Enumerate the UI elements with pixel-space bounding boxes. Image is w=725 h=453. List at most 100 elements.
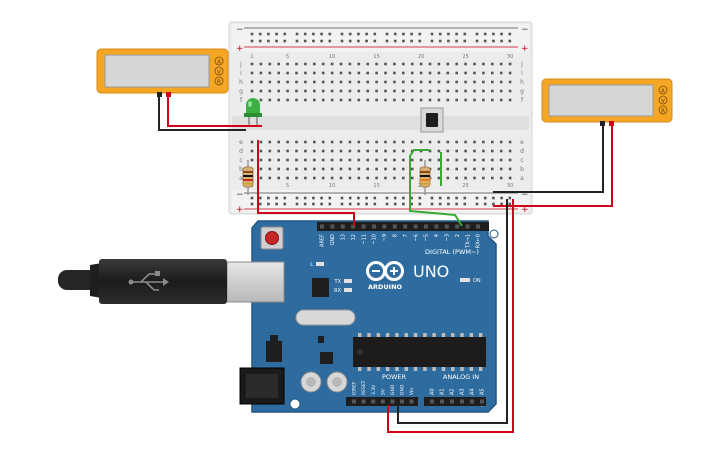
breadboard-hole[interactable]: [393, 89, 396, 93]
breadboard-hole[interactable]: [259, 167, 263, 171]
breadboard-hole[interactable]: [384, 80, 387, 84]
breadboard-hole[interactable]: [384, 89, 387, 93]
analog-pin-hole[interactable]: [450, 399, 454, 404]
breadboard-hole[interactable]: [499, 149, 503, 153]
breadboard-hole[interactable]: [446, 71, 450, 75]
breadboard-hole[interactable]: [464, 158, 467, 162]
power-rail-hole[interactable]: [430, 32, 434, 36]
power-rail-hole[interactable]: [447, 202, 450, 206]
breadboard-hole[interactable]: [286, 89, 289, 93]
breadboard-hole[interactable]: [464, 62, 467, 66]
breadboard-hole[interactable]: [455, 80, 458, 84]
digital-pin-hole[interactable]: [351, 224, 356, 229]
analog-header[interactable]: [424, 397, 486, 406]
breadboard-hole[interactable]: [437, 71, 441, 75]
breadboard-hole[interactable]: [295, 89, 298, 93]
breadboard-hole[interactable]: [446, 149, 450, 153]
breadboard-hole[interactable]: [286, 149, 289, 153]
breadboard-hole[interactable]: [366, 167, 369, 171]
breadboard-hole[interactable]: [455, 140, 458, 144]
breadboard-hole[interactable]: [348, 80, 352, 84]
breadboard-hole[interactable]: [304, 167, 307, 171]
power-pin-hole[interactable]: [400, 399, 404, 404]
breadboard-hole[interactable]: [428, 140, 432, 144]
breadboard-hole[interactable]: [402, 140, 405, 144]
breadboard-hole[interactable]: [250, 62, 254, 66]
resistor-led[interactable]: [242, 160, 254, 195]
breadboard-hole[interactable]: [491, 158, 494, 162]
breadboard-hole[interactable]: [393, 80, 396, 84]
breadboard-hole[interactable]: [304, 158, 307, 162]
breadboard-hole[interactable]: [348, 71, 352, 75]
breadboard-hole[interactable]: [482, 176, 485, 180]
breadboard-hole[interactable]: [330, 149, 334, 153]
breadboard-hole[interactable]: [446, 98, 450, 102]
power-rail-hole[interactable]: [463, 39, 467, 43]
analog-pin-hole[interactable]: [470, 399, 474, 404]
breadboard-hole[interactable]: [384, 71, 387, 75]
power-rail-hole[interactable]: [348, 39, 352, 43]
wire-meter-left-red[interactable]: [167, 97, 262, 127]
breadboard-hole[interactable]: [330, 89, 334, 93]
digital-header-pins[interactable]: [320, 224, 480, 229]
breadboard-hole[interactable]: [410, 62, 414, 66]
breadboard-hole[interactable]: [375, 62, 378, 66]
breadboard-hole[interactable]: [482, 62, 485, 66]
breadboard-hole[interactable]: [313, 89, 316, 93]
power-rail-hole[interactable]: [320, 39, 323, 43]
power-rail-hole[interactable]: [373, 202, 377, 206]
power-rail-hole[interactable]: [438, 196, 442, 200]
breadboard-hole[interactable]: [268, 140, 272, 144]
digital-pin-hole[interactable]: [361, 224, 366, 229]
breadboard-hole[interactable]: [482, 158, 485, 162]
breadboard-hole[interactable]: [357, 158, 361, 162]
power-rail-hole[interactable]: [328, 32, 332, 36]
power-rail-hole[interactable]: [402, 202, 405, 206]
breadboard-hole[interactable]: [268, 71, 272, 75]
breadboard-hole[interactable]: [250, 158, 254, 162]
power-rail-hole[interactable]: [267, 196, 270, 200]
breadboard-hole[interactable]: [366, 158, 369, 162]
breadboard[interactable]: 115510101515202025253030jjiihhggffeeddcc…: [228, 21, 533, 215]
analog-pin-hole[interactable]: [460, 399, 464, 404]
breadboard-hole[interactable]: [330, 62, 334, 66]
breadboard-hole[interactable]: [304, 62, 307, 66]
breadboard-hole[interactable]: [295, 149, 298, 153]
breadboard-hole[interactable]: [259, 158, 263, 162]
breadboard-hole[interactable]: [508, 98, 512, 102]
breadboard-hole[interactable]: [410, 167, 414, 171]
breadboard-hole[interactable]: [464, 89, 467, 93]
breadboard-hole[interactable]: [473, 80, 476, 84]
power-rail-hole[interactable]: [508, 32, 512, 36]
breadboard-hole[interactable]: [455, 167, 458, 171]
breadboard-hole[interactable]: [259, 176, 263, 180]
power-rail-hole[interactable]: [320, 196, 323, 200]
breadboard-hole[interactable]: [419, 71, 423, 75]
digital-pin-hole[interactable]: [444, 224, 449, 229]
breadboard-hole[interactable]: [357, 62, 361, 66]
breadboard-hole[interactable]: [286, 140, 289, 144]
power-rail-hole[interactable]: [303, 202, 307, 206]
breadboard-hole[interactable]: [419, 140, 423, 144]
breadboard-hole[interactable]: [295, 62, 298, 66]
analog-pin-hole[interactable]: [480, 399, 484, 404]
breadboard-hole[interactable]: [491, 98, 494, 102]
meter-left-button-a[interactable]: [214, 56, 224, 66]
breadboard-hole[interactable]: [313, 62, 316, 66]
breadboard-hole[interactable]: [295, 176, 298, 180]
power-rail-hole[interactable]: [492, 196, 495, 200]
breadboard-hole[interactable]: [464, 80, 467, 84]
breadboard-hole[interactable]: [419, 89, 423, 93]
breadboard-hole[interactable]: [366, 149, 369, 153]
breadboard-hole[interactable]: [357, 80, 361, 84]
breadboard-hole[interactable]: [473, 98, 476, 102]
breadboard-hole[interactable]: [277, 149, 280, 153]
usb-cable[interactable]: [58, 259, 227, 304]
breadboard-hole[interactable]: [508, 71, 512, 75]
breadboard-hole[interactable]: [499, 158, 503, 162]
breadboard-hole[interactable]: [277, 140, 280, 144]
breadboard-hole[interactable]: [446, 89, 450, 93]
breadboard-hole[interactable]: [402, 149, 405, 153]
breadboard-hole[interactable]: [321, 140, 325, 144]
breadboard-hole[interactable]: [259, 149, 263, 153]
